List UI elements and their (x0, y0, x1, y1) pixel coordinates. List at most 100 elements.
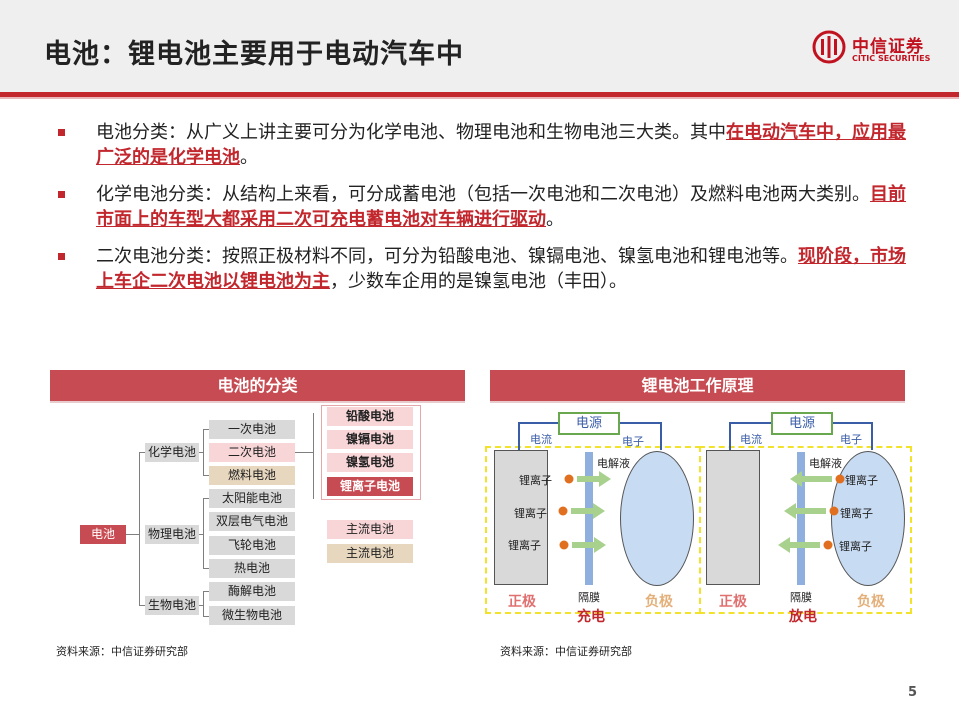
phys-battery: 物理电池 (145, 525, 199, 544)
secondary-battery: 二次电池 (209, 443, 295, 462)
tree-line (203, 568, 209, 569)
discharge-mode-label: 放电 (789, 609, 817, 625)
discharge-ion-label: 锂离子 (839, 540, 872, 553)
discharge-separator-label: 隔膜 (790, 591, 812, 604)
logo: 中信证券 CITIC SECURITIES (812, 30, 942, 70)
charge-separator (585, 452, 593, 585)
charge-ion-label: 锂离子 (519, 474, 552, 487)
discharge-positive-electrode (706, 450, 760, 585)
fuel-battery: 燃料电池 (209, 466, 295, 485)
enzyme-battery: 酶解电池 (209, 582, 295, 601)
citic-logo-icon (812, 30, 846, 64)
flywheel-battery: 飞轮电池 (209, 536, 295, 555)
discharge-electron-label: 电子 (840, 433, 862, 446)
bullet-text: 二次电池分类：按照正极材料不同，可分为铅酸电池、镍镉电池、镍氢电池和锂电池等。 (96, 246, 798, 267)
bullet-text-end: ，少数车企用的是镍氢电池（丰田）。 (330, 271, 627, 292)
bullet-item: 二次电池分类：按照正极材料不同，可分为铅酸电池、镍镉电池、镍氢电池和锂电池等。现… (58, 244, 918, 294)
charge-mode-label: 充电 (577, 609, 605, 625)
bullet-text: 电池分类：从广义上讲主要可分为化学电池、物理电池和生物电池三大类。其中 (96, 122, 726, 143)
double-layer-battery: 双层电气电池 (209, 512, 295, 531)
tree-line (295, 452, 313, 453)
root-battery: 电池 (80, 525, 126, 544)
charge-power-source: 电源 (558, 412, 620, 435)
li-ion-battery: 锂离子电池 (327, 477, 413, 496)
bullet-text-end: 。 (240, 147, 258, 168)
header-rule-light (0, 97, 959, 99)
tree-line (199, 452, 204, 453)
header-rule (0, 92, 959, 97)
bullet-text-end: 。 (546, 209, 564, 230)
discharge-wire (729, 422, 771, 424)
charge-electrolyte-label: 电解液 (597, 457, 630, 470)
bullet-item: 电池分类：从广义上讲主要可分为化学电池、物理电池和生物电池三大类。其中在电动汽车… (58, 120, 918, 170)
discharge-power-source: 电源 (771, 412, 833, 435)
bio-battery: 生物电池 (145, 596, 199, 615)
charge-positive-electrode (494, 450, 548, 585)
bullet-marker (58, 191, 65, 198)
tree-line (203, 591, 209, 592)
tree-line (313, 413, 314, 499)
legend-mainstream-tan: 主流电池 (327, 544, 413, 563)
tree-line (199, 605, 204, 606)
bullet-marker (58, 253, 65, 260)
page-title: 电池：锂电池主要用于电动汽车中 (44, 39, 464, 70)
discharge-electrolyte-label: 电解液 (809, 457, 842, 470)
legend-mainstream-pink: 主流电池 (327, 520, 413, 539)
charge-negative-label: 负极 (645, 594, 673, 610)
nimh-battery: 镍氢电池 (327, 453, 413, 472)
lead-acid-battery: 铅酸电池 (327, 407, 413, 426)
chem-battery: 化学电池 (145, 443, 199, 462)
tree-line (203, 498, 209, 499)
left-panel-title: 电池的分类 (50, 370, 465, 401)
charge-separator-label: 隔膜 (578, 591, 600, 604)
bullet-marker (58, 129, 65, 136)
primary-battery: 一次电池 (209, 420, 295, 439)
bullet-highlight: 现阶段，市场上车企二次电池以锂电池为主 (96, 246, 906, 292)
right-source: 资料来源：中信证券研究部 (500, 645, 632, 658)
thermal-battery: 热电池 (209, 559, 295, 578)
page-number: 5 (908, 685, 918, 700)
discharge-wire (729, 422, 731, 450)
tree-line (139, 605, 145, 606)
nicd-battery: 镍镉电池 (327, 430, 413, 449)
discharge-positive-label: 正极 (719, 594, 747, 610)
solar-battery: 太阳能电池 (209, 489, 295, 508)
microbial-battery: 微生物电池 (209, 606, 295, 625)
bullet-item: 化学电池分类：从结构上来看，可分成蓄电池（包括一次电池和二次电池）及燃料电池两大… (58, 182, 918, 232)
header-bar (0, 0, 959, 92)
charge-wire (518, 422, 520, 450)
discharge-ion-label: 锂离子 (845, 474, 878, 487)
left-source: 资料来源：中信证券研究部 (56, 645, 188, 658)
discharge-negative-label: 负极 (857, 594, 885, 610)
charge-wire (518, 422, 558, 424)
discharge-wire (829, 422, 873, 424)
charge-ion-label: 锂离子 (514, 507, 547, 520)
discharge-wire (871, 422, 873, 450)
bullet-text: 化学电池分类：从结构上来看，可分成蓄电池（包括一次电池和二次电池）及燃料电池两大… (96, 184, 870, 205)
tree-line (203, 475, 209, 476)
charge-wire (616, 422, 662, 424)
right-panel-title: 锂电池工作原理 (490, 370, 905, 401)
charge-wire (660, 422, 662, 450)
tree-line (139, 452, 145, 453)
discharge-ion-arrows (778, 471, 845, 553)
discharge-separator (797, 452, 805, 585)
logo-cn-text: 中信证券 (852, 37, 924, 57)
charge-electron-label: 电子 (622, 435, 644, 448)
tree-line (203, 498, 204, 568)
right-panel-underline (490, 401, 905, 403)
charge-positive-label: 正极 (508, 594, 536, 610)
bullet-highlight: 目前市面上的车型大都采用二次可充电蓄电池对车辆进行驱动 (96, 184, 906, 230)
left-panel-underline (50, 401, 465, 403)
bullet-list: 电池分类：从广义上讲主要可分为化学电池、物理电池和生物电池三大类。其中在电动汽车… (58, 120, 918, 306)
discharge-ion-label: 锂离子 (840, 507, 873, 520)
secondary-types-frame (321, 405, 421, 500)
tree-line (203, 429, 209, 430)
tree-line (139, 452, 140, 605)
charge-negative-electrode (620, 451, 694, 586)
bullet-highlight: 在电动汽车中，应用最广泛的是化学电池 (96, 122, 906, 168)
tree-line (126, 534, 140, 535)
charge-current-label: 电流 (530, 433, 552, 446)
tree-line (203, 591, 204, 616)
charge-ion-arrows (558, 471, 611, 553)
